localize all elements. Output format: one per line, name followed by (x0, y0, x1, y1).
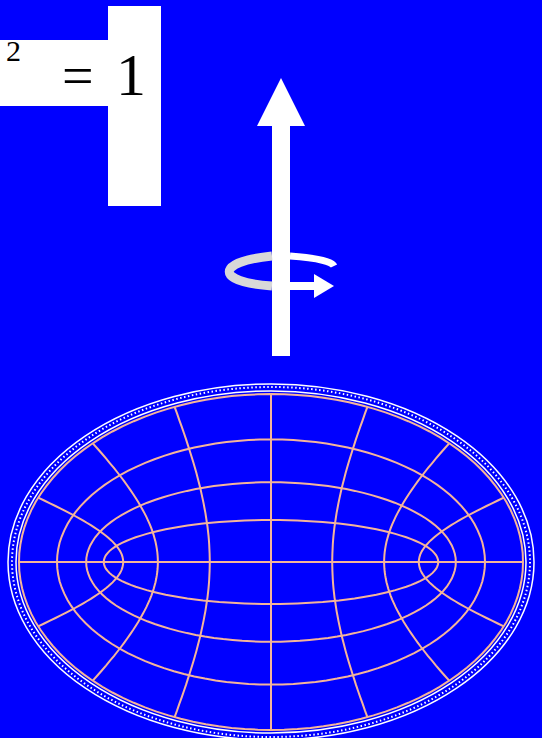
grid-line (431, 561, 523, 563)
grid-line (93, 562, 158, 681)
grid-line (384, 443, 449, 562)
grid-line (332, 407, 367, 562)
grid-line (270, 394, 272, 562)
grid-line (419, 562, 504, 626)
value-panel (108, 6, 161, 206)
grid-line (19, 561, 111, 563)
grid-line (175, 407, 210, 562)
spheroidal-grid (19, 394, 523, 730)
value-number: 1 (116, 45, 146, 105)
outer-rim (8, 384, 534, 738)
grid-line (38, 498, 123, 562)
dotted-rim (12, 387, 530, 737)
grid-line (270, 562, 272, 730)
rotation-head (314, 274, 334, 298)
inner-rim (16, 391, 526, 733)
grid-line (419, 498, 504, 562)
rotation-back (229, 256, 272, 286)
rotation-front (290, 282, 318, 290)
grid-line (332, 562, 367, 717)
grid-line (175, 562, 210, 717)
grid-line (93, 443, 158, 562)
grid-line (384, 562, 449, 681)
rotation-back-right (290, 256, 334, 266)
grid-line (38, 562, 123, 626)
exponent: 2 (6, 36, 21, 66)
axis-head (257, 78, 305, 126)
equals-sign: = (62, 48, 94, 104)
axis-shaft (272, 118, 290, 356)
grid-line (19, 394, 523, 730)
